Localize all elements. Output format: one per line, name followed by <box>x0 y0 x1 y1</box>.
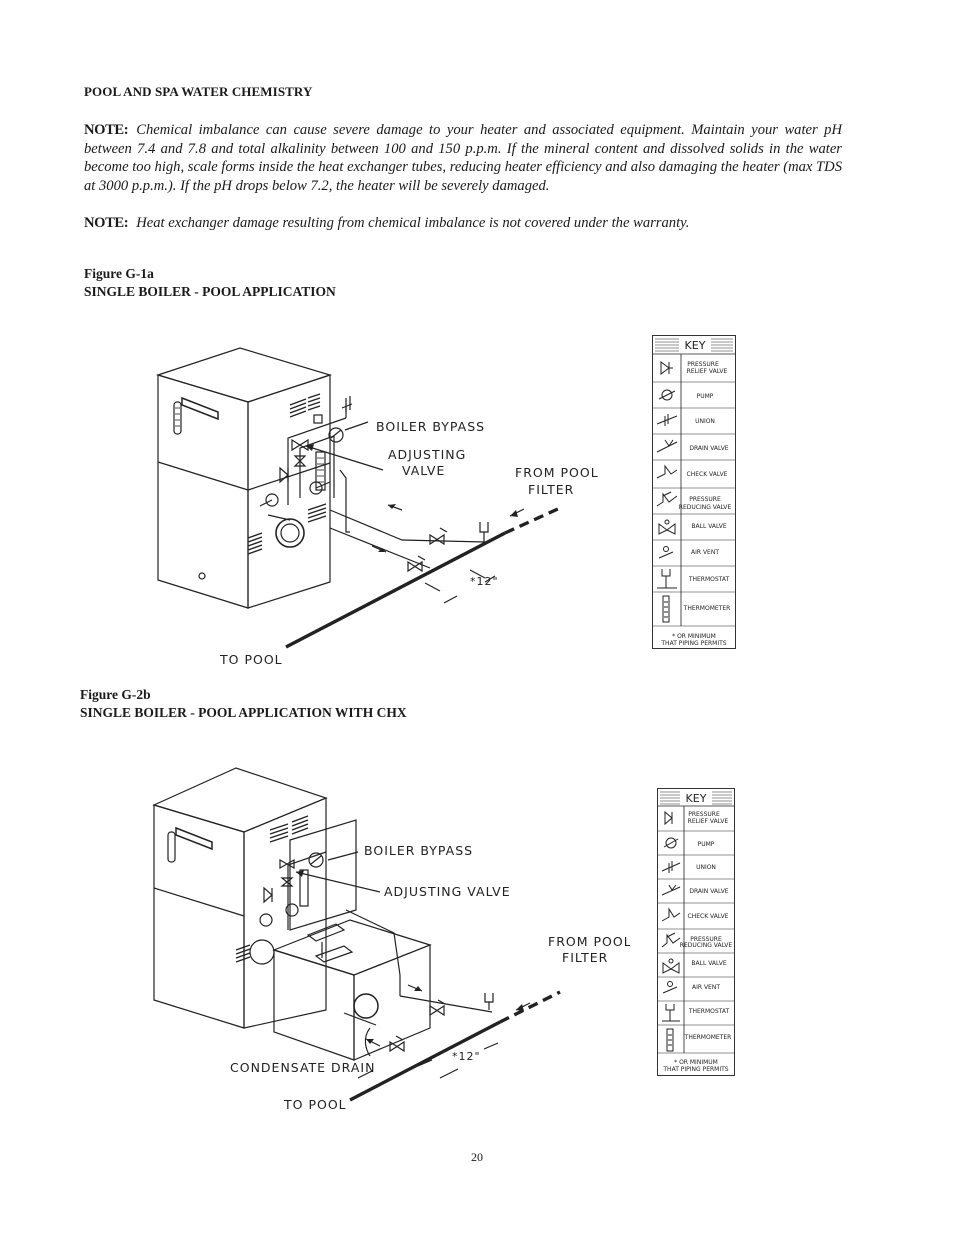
label-condensate-drain: CONDENSATE DRAIN <box>230 1060 375 1075</box>
boiler-side <box>243 797 327 1029</box>
check-valve-icon <box>656 464 678 479</box>
key-item-label: BALL VALVE <box>691 523 726 530</box>
key-item-label: THERMOSTAT <box>688 576 730 583</box>
key-footnote: * OR MINIMUM <box>674 1059 718 1066</box>
key-item-label: REDUCING VALVE <box>679 504 732 511</box>
figure2-diagram: BOILER BYPASS ADJUSTING VALVE FROM POOL … <box>152 767 630 1112</box>
figure1-caption: Figure G-1a SINGLE BOILER - POOL APPLICA… <box>84 265 336 301</box>
key-footnote: THAT PIPING PERMITS <box>662 1066 728 1073</box>
key-item-label: RELIEF VALVE <box>688 818 729 825</box>
label-to-pool: TO POOL <box>283 1097 347 1112</box>
figure1-title: SINGLE BOILER - POOL APPLICATION <box>84 284 336 299</box>
label-adjusting: ADJUSTING <box>388 447 466 462</box>
key-item-label: PUMP <box>698 841 715 848</box>
pressure-relief-valve-icon <box>664 810 673 826</box>
pressure-reducing-valve-icon <box>656 491 678 507</box>
key-item-label: THERMOSTAT <box>688 1008 730 1015</box>
drain-valve-icon <box>661 884 681 896</box>
chx-front <box>273 949 355 1061</box>
key-item-label: THERMOMETER <box>683 605 731 612</box>
key-item-label: DRAIN VALVE <box>689 445 728 452</box>
ball-valve-icon <box>658 519 676 535</box>
chx-side <box>353 944 431 1061</box>
check-valve-icon <box>661 907 681 922</box>
key-item-label: PRESSURE <box>687 361 719 368</box>
key-item-label: RELIEF VALVE <box>687 368 728 375</box>
figure2-title: SINGLE BOILER - POOL APPLICATION WITH CH… <box>80 705 407 720</box>
key-title: KEY <box>686 792 707 805</box>
thermometer-icon <box>666 1028 674 1052</box>
key-item-label: PRESSURE <box>689 496 721 503</box>
label-filter: FILTER <box>562 950 608 965</box>
label-boiler-bypass: BOILER BYPASS <box>364 843 473 858</box>
figure1-number: Figure G-1a <box>84 266 154 281</box>
key-footnote: THAT PIPING PERMITS <box>660 640 726 647</box>
page-number: 20 <box>471 1150 483 1164</box>
label-boiler-bypass: BOILER BYPASS <box>376 419 485 434</box>
ball-valve-icon <box>662 958 680 974</box>
section-title: POOL AND SPA WATER CHEMISTRY <box>84 84 313 99</box>
key-item-label: UNION <box>695 418 715 425</box>
union-icon <box>661 861 681 873</box>
label-to-pool: TO POOL <box>219 652 283 667</box>
label-valve: VALVE <box>402 463 445 478</box>
key-item-label: REDUCING VALVE <box>680 942 733 949</box>
pressure-reducing-valve-icon <box>661 932 681 948</box>
key-title: KEY <box>685 339 706 352</box>
key-legend: KEY PRESSURE RELIEF VALVE PUMP UNION DRA… <box>652 335 736 649</box>
pump-icon <box>663 837 679 849</box>
figure1-diagram: BOILER BYPASS ADJUSTING VALVE FROM POOL … <box>156 347 599 667</box>
drain-valve-icon <box>656 439 678 453</box>
thermostat-icon <box>657 569 677 589</box>
thermostat-icon <box>662 1004 680 1022</box>
note-label: NOTE: <box>84 215 129 231</box>
key-item-label: AIR VENT <box>691 549 719 556</box>
label-from-pool: FROM POOL <box>548 934 630 949</box>
key-item-label: PUMP <box>697 393 714 400</box>
key-item-label: BALL VALVE <box>691 960 726 967</box>
key-item-label: CHECK VALVE <box>687 471 728 478</box>
label-dimension: *12" <box>452 1050 481 1063</box>
key-item-label: CHECK VALVE <box>688 913 729 920</box>
note-label: NOTE: <box>84 122 129 138</box>
boiler-side <box>247 374 331 609</box>
label-dimension: *12" <box>470 575 499 588</box>
key-item-label: AIR VENT <box>692 984 720 991</box>
key-item-label: PRESSURE <box>690 936 722 943</box>
note-warranty: NOTE: Heat exchanger damage resulting fro… <box>84 214 842 233</box>
key-item-label: THERMOMETER <box>684 1034 732 1041</box>
key-item-label: DRAIN VALVE <box>689 888 728 895</box>
figure2-number: Figure G-2b <box>80 687 151 702</box>
label-filter: FILTER <box>528 482 574 497</box>
note-text: Chemical imbalance can cause severe dama… <box>84 122 842 194</box>
label-from-pool: FROM POOL <box>515 465 599 480</box>
air-vent-icon <box>662 981 678 994</box>
key-legend: KEY PRESSURE RELIEF VALVE PUMP UNION DRA… <box>657 788 735 1076</box>
thermometer-icon <box>662 595 670 623</box>
air-vent-icon <box>658 546 674 559</box>
pressure-relief-valve-icon <box>660 361 673 375</box>
union-icon <box>656 414 678 426</box>
note-chemical-imbalance: NOTE:Chemical imbalance can cause severe… <box>84 121 842 195</box>
key-item-label: PRESSURE <box>688 811 720 818</box>
key-footnote: * OR MINIMUM <box>672 633 716 640</box>
boiler-top <box>156 347 332 403</box>
pump-icon <box>658 389 676 401</box>
figure2-caption: Figure G-2b SINGLE BOILER - POOL APPLICA… <box>80 686 407 722</box>
key-item-label: UNION <box>696 864 716 871</box>
note-text: Heat exchanger damage resulting from che… <box>136 215 690 231</box>
label-adjusting-valve: ADJUSTING VALVE <box>384 884 511 899</box>
